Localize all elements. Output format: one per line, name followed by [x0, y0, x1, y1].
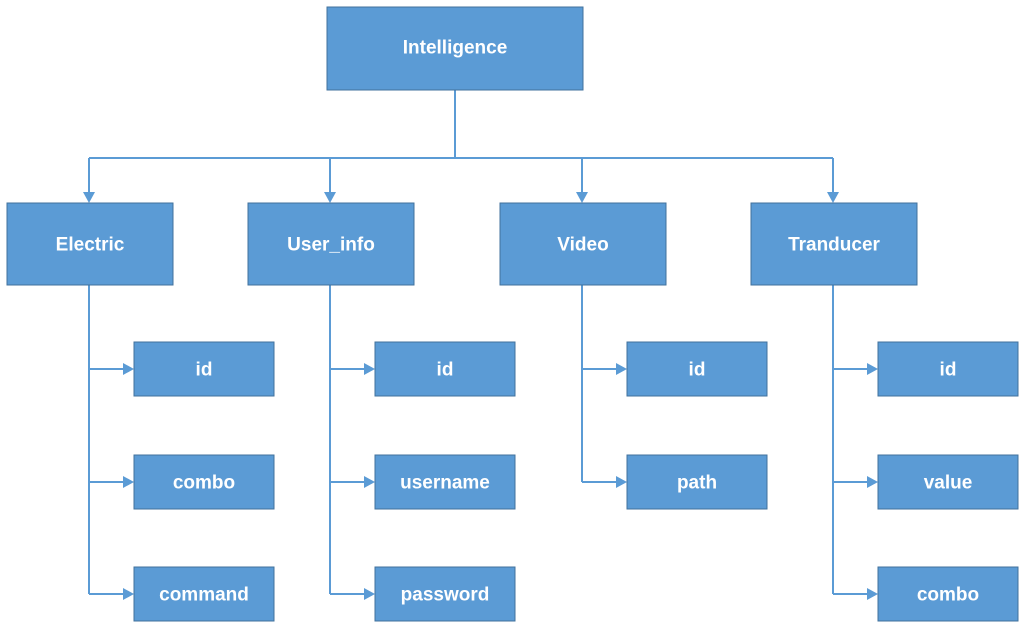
field-node-electric-combo-label: combo — [173, 473, 235, 494]
field-node-electric-command: command — [133, 566, 275, 622]
category-node-tranducer: Tranducer — [750, 202, 918, 286]
field-node-video-id-label: id — [689, 360, 706, 381]
field-node-user-info-id-label: id — [437, 360, 454, 381]
field-node-tranducer-value-box — [877, 454, 1019, 510]
field-node-electric-command-label: command — [159, 585, 249, 606]
field-node-user-info-username-box — [374, 454, 516, 510]
arrow-right-tranducer-value — [867, 476, 878, 488]
field-node-user-info-id: id — [374, 341, 516, 397]
field-node-electric-command-box — [133, 566, 275, 622]
field-node-video-id-box — [626, 341, 768, 397]
field-node-electric-id-box — [133, 341, 275, 397]
arrow-right-user-info-username — [364, 476, 375, 488]
field-node-tranducer-id-box — [877, 341, 1019, 397]
category-node-user-info-box — [247, 202, 415, 286]
category-node-tranducer-label: Tranducer — [788, 235, 880, 256]
root-node-box — [326, 6, 584, 91]
arrow-down-electric — [83, 192, 95, 203]
arrow-right-video-path — [616, 476, 627, 488]
arrow-down-user-info — [324, 192, 336, 203]
field-node-user-info-password: password — [374, 566, 516, 622]
field-node-user-info-password-label: password — [401, 585, 490, 606]
field-node-tranducer-value-label: value — [924, 473, 973, 494]
field-node-video-path-box — [626, 454, 768, 510]
arrow-right-tranducer-id — [867, 363, 878, 375]
category-node-tranducer-box — [750, 202, 918, 286]
field-node-video-path-label: path — [677, 473, 717, 494]
arrow-right-video-id — [616, 363, 627, 375]
field-node-tranducer-combo-label: combo — [917, 585, 979, 606]
arrow-right-electric-command — [123, 588, 134, 600]
category-node-user-info: User_info — [247, 202, 415, 286]
category-node-video-label: Video — [557, 235, 608, 256]
category-node-electric-box — [6, 202, 174, 286]
field-node-tranducer-combo-box — [877, 566, 1019, 622]
arrow-down-tranducer — [827, 192, 839, 203]
field-node-user-info-username: username — [374, 454, 516, 510]
field-node-tranducer-id: id — [877, 341, 1019, 397]
category-node-video-box — [499, 202, 667, 286]
category-node-user-info-label: User_info — [287, 235, 375, 256]
field-node-electric-combo: combo — [133, 454, 275, 510]
field-node-tranducer-combo: combo — [877, 566, 1019, 622]
field-node-electric-id: id — [133, 341, 275, 397]
category-node-electric-label: Electric — [56, 235, 125, 256]
root-node: Intelligence — [326, 6, 584, 91]
category-node-video: Video — [499, 202, 667, 286]
field-node-electric-combo-box — [133, 454, 275, 510]
field-node-user-info-username-label: username — [400, 473, 490, 494]
field-node-tranducer-id-label: id — [940, 360, 957, 381]
field-node-video-path: path — [626, 454, 768, 510]
field-node-video-id: id — [626, 341, 768, 397]
root-node-label: Intelligence — [403, 38, 508, 59]
arrow-right-electric-id — [123, 363, 134, 375]
connectors — [83, 90, 878, 600]
arrow-right-user-info-id — [364, 363, 375, 375]
category-node-electric: Electric — [6, 202, 174, 286]
field-node-tranducer-value: value — [877, 454, 1019, 510]
field-node-user-info-id-box — [374, 341, 516, 397]
field-node-electric-id-label: id — [196, 360, 213, 381]
arrow-right-user-info-password — [364, 588, 375, 600]
arrow-right-electric-combo — [123, 476, 134, 488]
field-node-user-info-password-box — [374, 566, 516, 622]
arrow-down-video — [576, 192, 588, 203]
arrow-right-tranducer-combo — [867, 588, 878, 600]
